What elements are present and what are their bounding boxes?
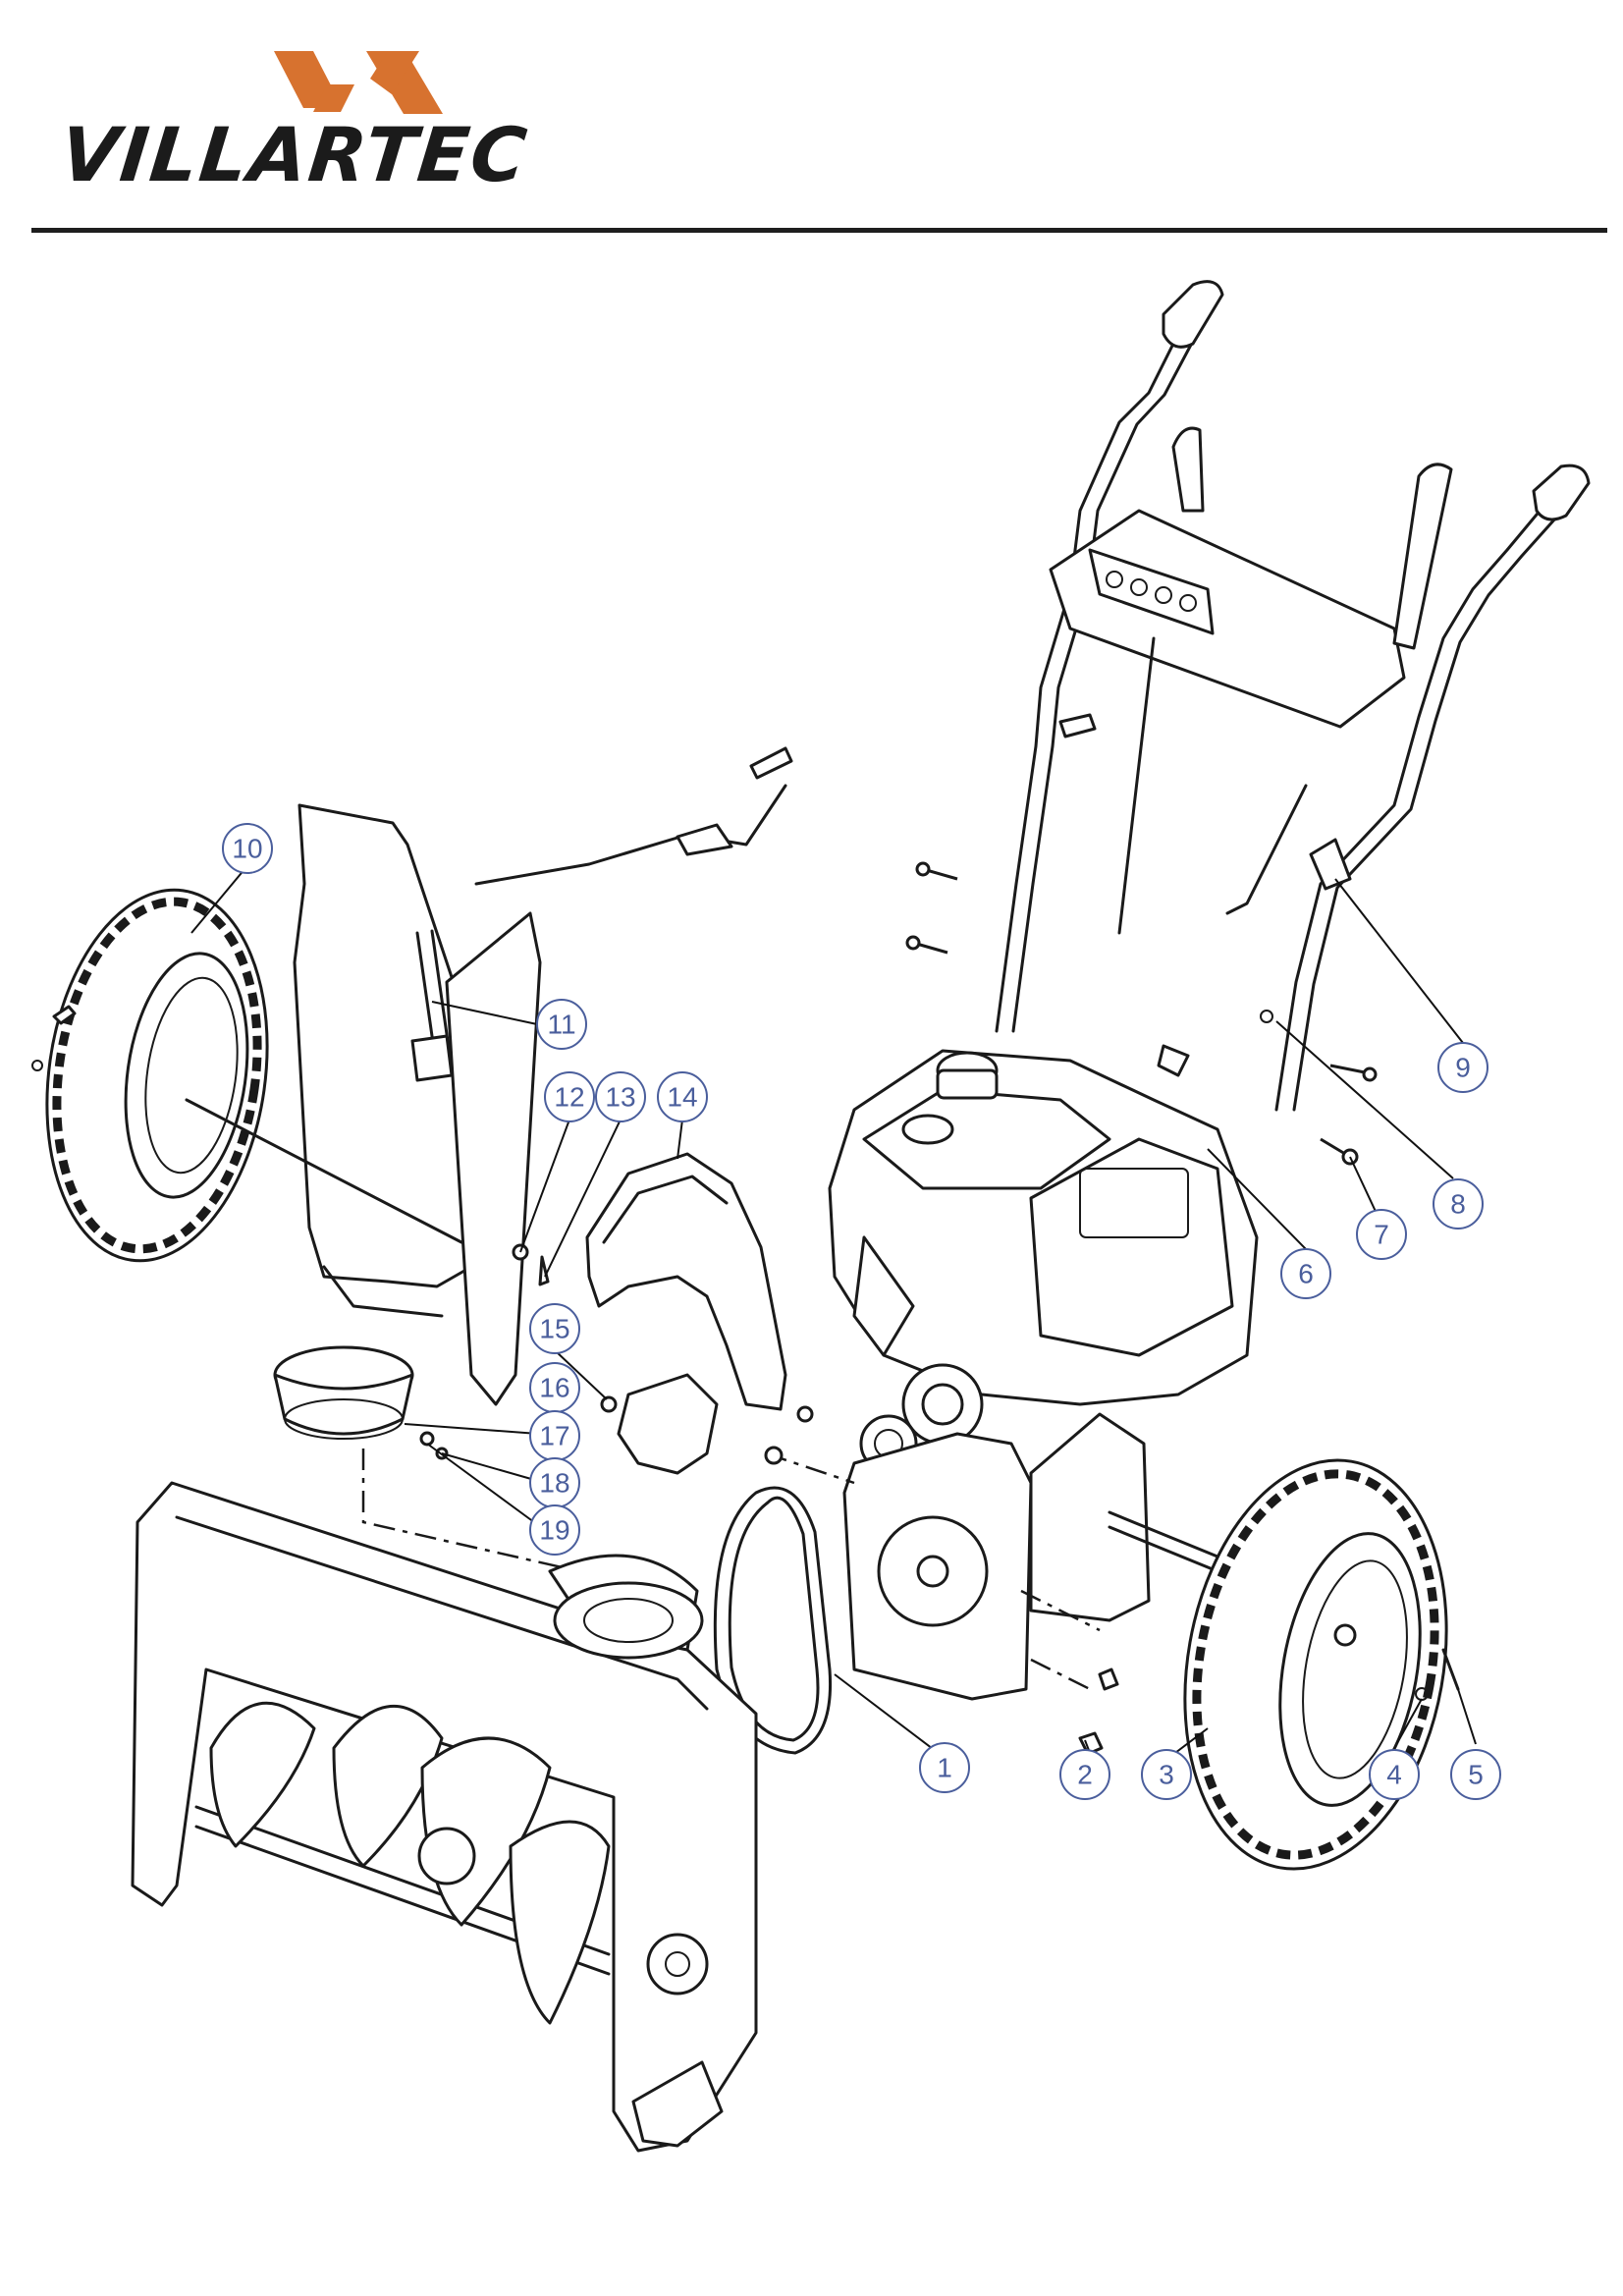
callout-12: 12 (544, 1071, 595, 1122)
handle-assembly (995, 280, 1591, 1112)
callout-6: 6 (1280, 1248, 1331, 1299)
callout-10: 10 (222, 823, 273, 874)
drive-belt-part (713, 1486, 833, 1755)
brand-wordmark: VILLARTEC (56, 111, 533, 198)
callout-17: 17 (529, 1410, 580, 1461)
callout-15-label: 15 (539, 1314, 569, 1344)
callout-8-label: 8 (1450, 1189, 1466, 1220)
right-wheel-part (1183, 1458, 1460, 1871)
callout-16-label: 16 (539, 1373, 569, 1403)
callout-19: 19 (529, 1504, 580, 1556)
callout-18-label: 18 (539, 1468, 569, 1499)
callout-5: 5 (1450, 1749, 1501, 1800)
header-rule (31, 228, 1607, 233)
callout-3: 3 (1141, 1749, 1192, 1800)
callout-3-label: 3 (1159, 1760, 1174, 1790)
callout-5-label: 5 (1468, 1760, 1484, 1790)
brand-mark-icon (274, 51, 443, 114)
callout-1-label: 1 (937, 1753, 952, 1783)
callout-7-label: 7 (1374, 1220, 1389, 1250)
callout-9-label: 9 (1455, 1053, 1471, 1083)
callout-15: 15 (529, 1303, 580, 1354)
callout-16: 16 (529, 1362, 580, 1413)
callout-13: 13 (595, 1071, 646, 1122)
auger-housing-part (131, 1481, 758, 2153)
callout-4: 4 (1369, 1749, 1420, 1800)
callout-2-label: 2 (1077, 1760, 1093, 1790)
callout-11-label: 11 (547, 1010, 575, 1040)
callout-6-label: 6 (1298, 1259, 1314, 1289)
engine-part (828, 1049, 1259, 1473)
callout-19-label: 19 (539, 1515, 569, 1546)
callout-8: 8 (1433, 1178, 1484, 1230)
chute-ring-part (273, 1345, 580, 1573)
leader-lines (190, 867, 1477, 1759)
callout-14-label: 14 (667, 1082, 697, 1113)
brand-logo: VILLARTEC (56, 49, 630, 198)
chute-assembly (293, 746, 793, 1406)
callout-11: 11 (536, 999, 587, 1050)
callout-14: 14 (657, 1071, 708, 1122)
callout-13-label: 13 (605, 1082, 635, 1113)
frame-part (765, 1412, 1219, 1701)
callout-4-label: 4 (1386, 1760, 1402, 1790)
callout-12-label: 12 (554, 1082, 584, 1113)
left-wheel-part (31, 888, 463, 1263)
callout-9: 9 (1437, 1042, 1488, 1093)
exploded-parts-diagram: 1 2 3 4 5 6 7 8 9 10 11 12 13 14 15 16 1… (31, 280, 1591, 2153)
callout-17-label: 17 (539, 1421, 569, 1451)
callout-1: 1 (919, 1742, 970, 1793)
belt-cover-part (585, 1152, 787, 1475)
callout-2: 2 (1059, 1749, 1110, 1800)
callout-7: 7 (1356, 1209, 1407, 1260)
hardware-parts (419, 713, 1378, 1756)
callout-10-label: 10 (232, 834, 262, 864)
callout-18: 18 (529, 1457, 580, 1508)
